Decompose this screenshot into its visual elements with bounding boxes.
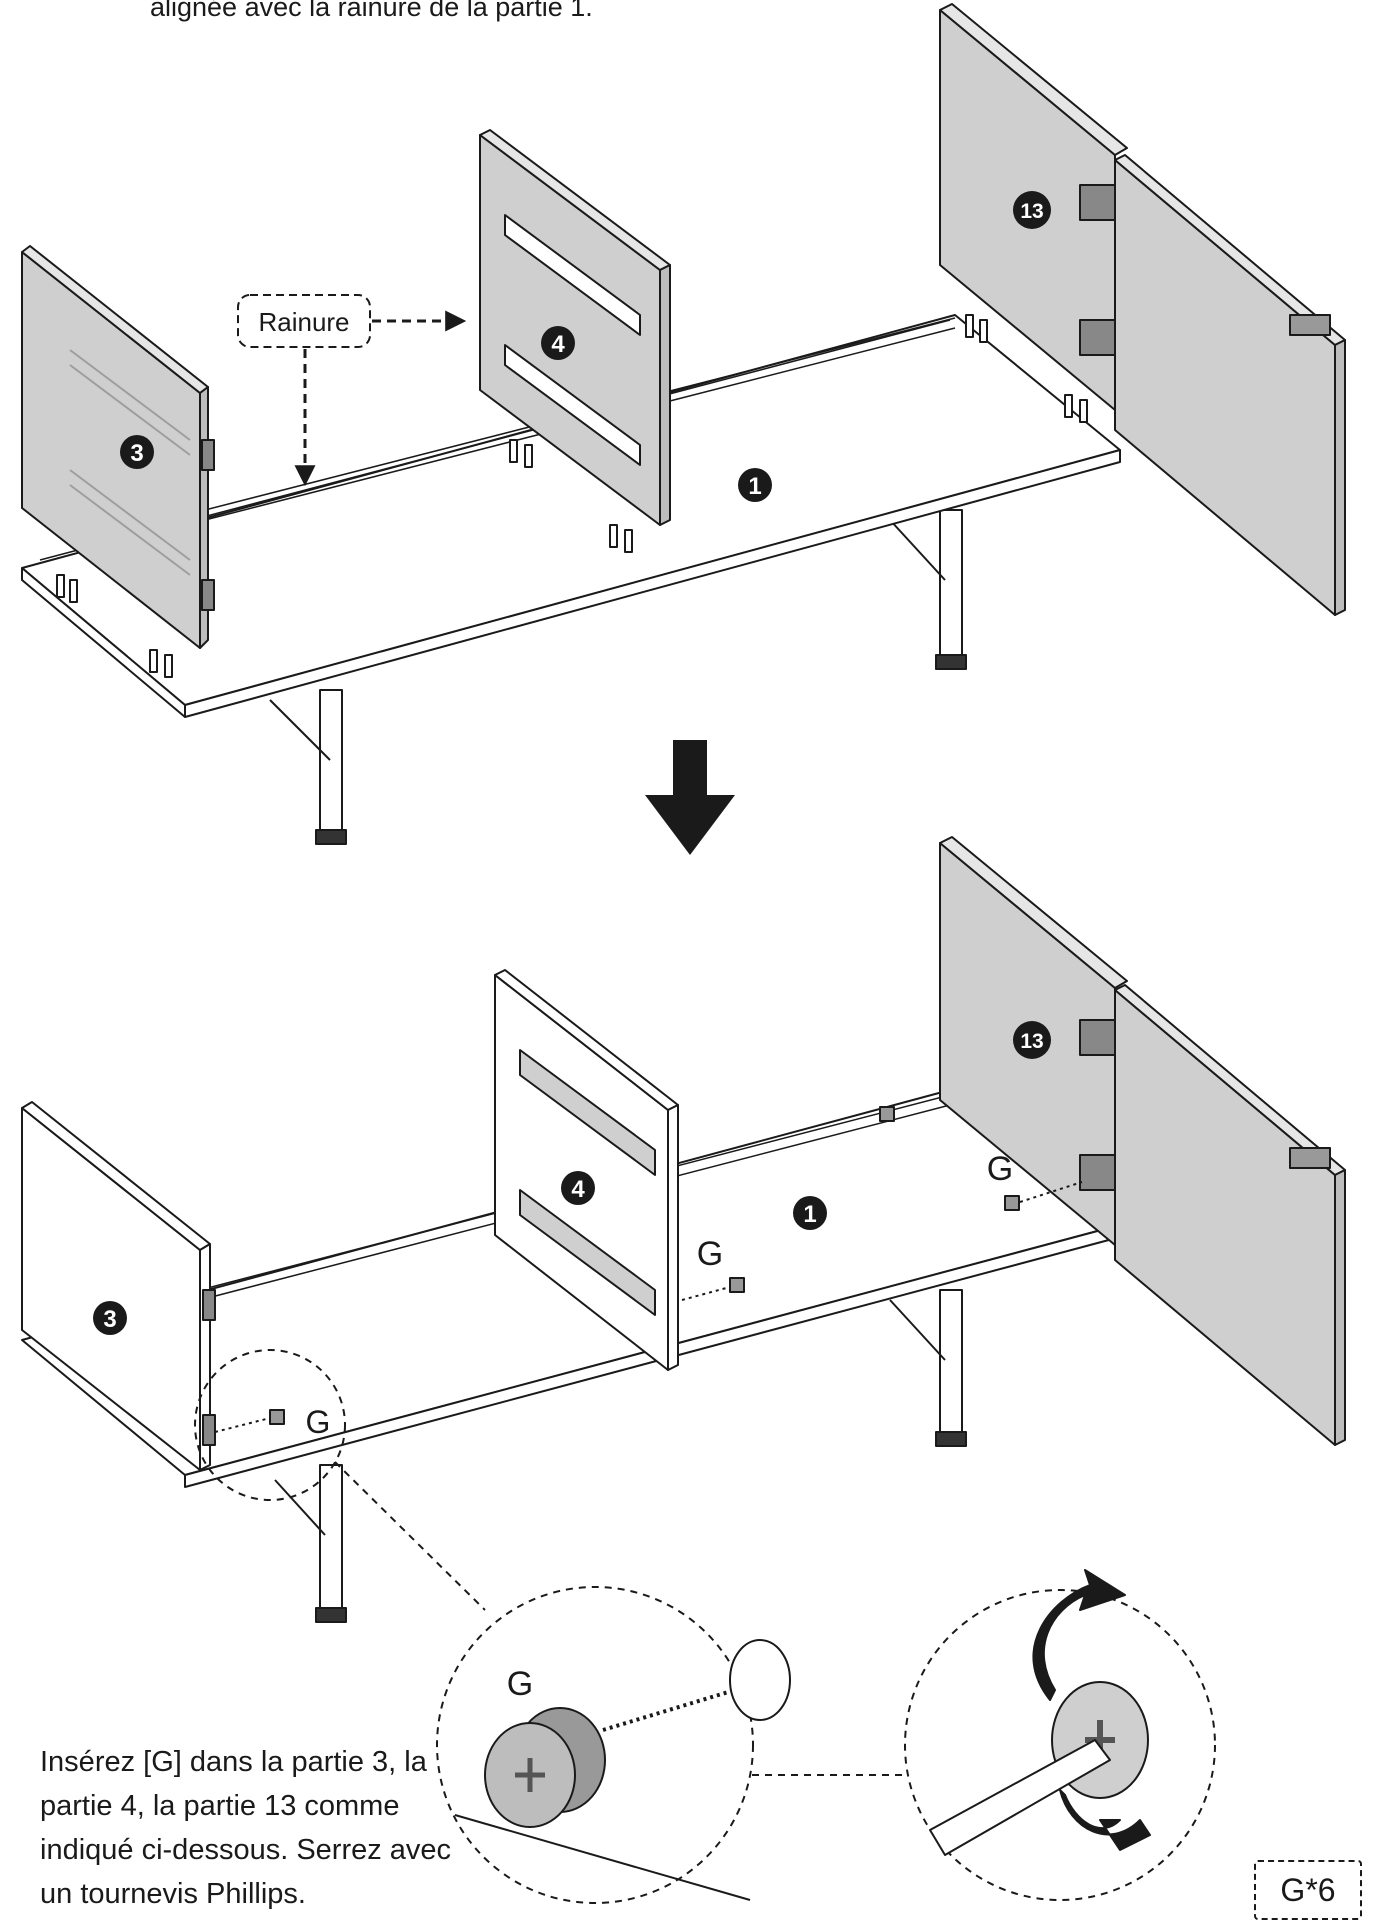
bottom-right-panel — [939, 836, 1346, 1446]
top-right-panel — [939, 3, 1346, 616]
cam-bolts — [269, 1106, 1020, 1425]
badge-top-part-13: 13 — [1013, 191, 1051, 229]
top-dowels — [56, 314, 1088, 678]
top-left-panel — [21, 245, 215, 649]
bolt-guides — [214, 1181, 1083, 1433]
badge-label: 3 — [103, 1306, 116, 1333]
groove-callout — [237, 294, 467, 487]
hardware-label-g-zoom: G — [507, 1665, 533, 1703]
badge-bottom-part-3: 3 — [93, 1301, 127, 1335]
badge-label: 13 — [1020, 200, 1043, 223]
badge-bottom-part-13: 13 — [1013, 1021, 1051, 1059]
hardware-label-g-middle: G — [697, 1235, 723, 1273]
badge-top-part-3: 3 — [120, 435, 154, 469]
bottom-legs — [274, 1289, 967, 1623]
top-base-board — [21, 314, 1121, 718]
hardware-count-box: G*6 — [1254, 1860, 1362, 1920]
cam-lock-detail — [454, 1639, 791, 1901]
zoom-callouts — [194, 1349, 1216, 1904]
badge-top-part-4: 4 — [541, 326, 575, 360]
groove-label-box — [237, 294, 371, 348]
bottom-left-panel — [21, 1101, 216, 1471]
badge-bottom-part-1: 1 — [793, 1196, 827, 1230]
badge-label: 13 — [1020, 1030, 1043, 1053]
groove-label: Rainure — [258, 307, 349, 337]
badge-bottom-part-4: 4 — [561, 1171, 595, 1205]
badge-label: 1 — [803, 1201, 816, 1228]
badge-label: 4 — [551, 331, 565, 358]
top-scene — [21, 3, 1346, 845]
badge-top-part-1: 1 — [738, 468, 772, 502]
screwdriver-detail — [929, 1569, 1151, 1856]
step-down-arrow — [645, 740, 735, 855]
bottom-instruction-text: Insérez [G] dans la partie 3, la partie … — [40, 1746, 452, 1910]
top-middle-panel — [479, 129, 671, 526]
hardware-label-g-right: G — [987, 1150, 1013, 1188]
badge-label: 4 — [571, 1176, 585, 1203]
badge-label: 3 — [130, 440, 143, 467]
badge-label: 1 — [748, 473, 761, 500]
top-legs — [269, 509, 967, 845]
top-instruction-text: alignée avec la rainure de la partie 1. — [150, 0, 593, 22]
bottom-scene — [21, 836, 1346, 1904]
hardware-label-g-left: G — [306, 1404, 331, 1440]
